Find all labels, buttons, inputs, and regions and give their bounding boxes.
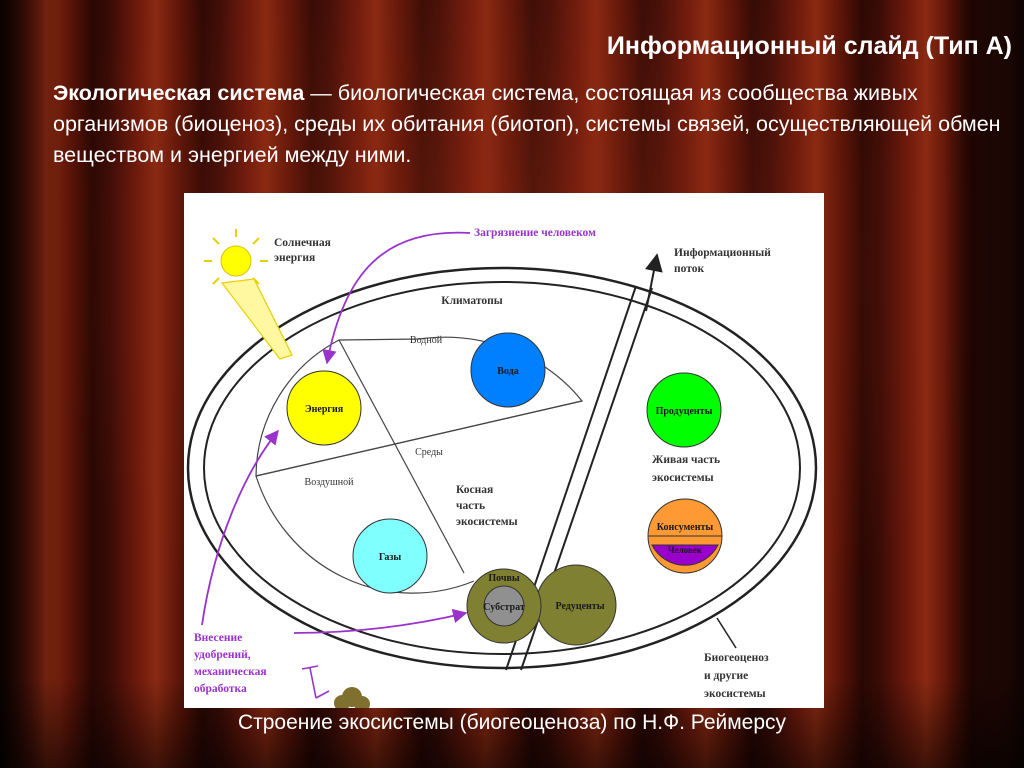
energy-circle: [286, 370, 362, 446]
water-circle: [470, 332, 546, 408]
slide-title: Информационный слайд (Тип А): [606, 32, 1012, 60]
soils-label: Почвы: [488, 573, 520, 584]
definition-text: Экологическая система — биологическая си…: [53, 78, 1003, 171]
sector-horizontal-line: [255, 400, 583, 477]
curtain-shadow-left: [0, 0, 60, 768]
definition-term: Экологическая система: [53, 81, 305, 105]
biogeocenosis-label-2: и другие: [704, 670, 748, 682]
climatope-lower-arc: [255, 475, 475, 594]
human-label: Человек: [668, 545, 703, 555]
producers-label: Продуценты: [656, 406, 713, 417]
fertilizer-label-2: удобрений,: [194, 649, 251, 661]
reducers-label: Редуценты: [555, 601, 604, 612]
pollution-label: Загрязнение человеком: [474, 227, 596, 239]
info-flow-arrow: [645, 253, 663, 312]
human-impact-mark: [301, 665, 330, 699]
biogeocenosis-pointer: [716, 617, 737, 649]
substrate-label: Субстрат: [483, 602, 525, 613]
producers-circle: [646, 372, 722, 448]
curtain-shadow-right: [944, 0, 1024, 768]
ecosystem-diagram: Энергия Вода Газы Почвы Субстрат Редуцен…: [184, 193, 824, 708]
fertilizer-arrow-energy: [201, 429, 279, 626]
info-flow-label-2: поток: [674, 263, 704, 275]
environments-label: Среды: [415, 447, 443, 458]
living-part-label-2: экосистемы: [652, 472, 714, 484]
sun-icon: [204, 229, 293, 360]
energy-label: Энергия: [305, 404, 344, 415]
consumers-circle: [647, 498, 723, 574]
fertilizer-label-1: Внесение: [194, 632, 242, 644]
climatope-upper-sector: [255, 336, 584, 477]
diagram-caption: Строение экосистемы (биогеоценоза) по Н.…: [237, 711, 787, 734]
inert-part-label-3: экосистемы: [456, 516, 518, 528]
outer-ellipse: [186, 266, 818, 670]
inert-part-label-2: часть: [456, 500, 485, 512]
pollution-arrow: [322, 231, 471, 365]
solar-energy-label-1: Солнечная: [274, 237, 331, 249]
fertilizer-label-4: обработка: [194, 683, 247, 695]
water-label: Вода: [497, 366, 518, 377]
inner-ellipse: [203, 281, 801, 655]
fertilizer-arrow-soil: [293, 608, 468, 634]
solar-energy-label-2: энергия: [274, 252, 315, 264]
fertilizer-label-3: механическая: [194, 666, 267, 678]
substrate-circle: [483, 585, 525, 627]
air-env-label: Воздушной: [305, 477, 355, 488]
plant-icon: [334, 687, 370, 708]
definition-body: — биологическая система, состоящая из со…: [53, 81, 1001, 167]
info-flow-label-1: Информационный: [674, 247, 771, 259]
inert-part-label-1: Косная: [456, 484, 493, 496]
water-env-label: Водной: [410, 335, 443, 346]
gases-circle: [352, 518, 428, 594]
consumers-label: Консументы: [657, 522, 714, 533]
sector-diagonal-line: [338, 339, 465, 574]
biogeocenosis-label-1: Биогеоценоз: [704, 652, 769, 664]
biogeocenosis-label-3: экосистемы: [704, 688, 766, 700]
climatopes-label: Климатопы: [441, 295, 502, 307]
gases-label: Газы: [379, 552, 402, 563]
living-part-label-1: Живая часть: [652, 454, 720, 466]
ecosystem-diagram-svg: Энергия Вода Газы Почвы Субстрат Редуцен…: [186, 227, 818, 708]
